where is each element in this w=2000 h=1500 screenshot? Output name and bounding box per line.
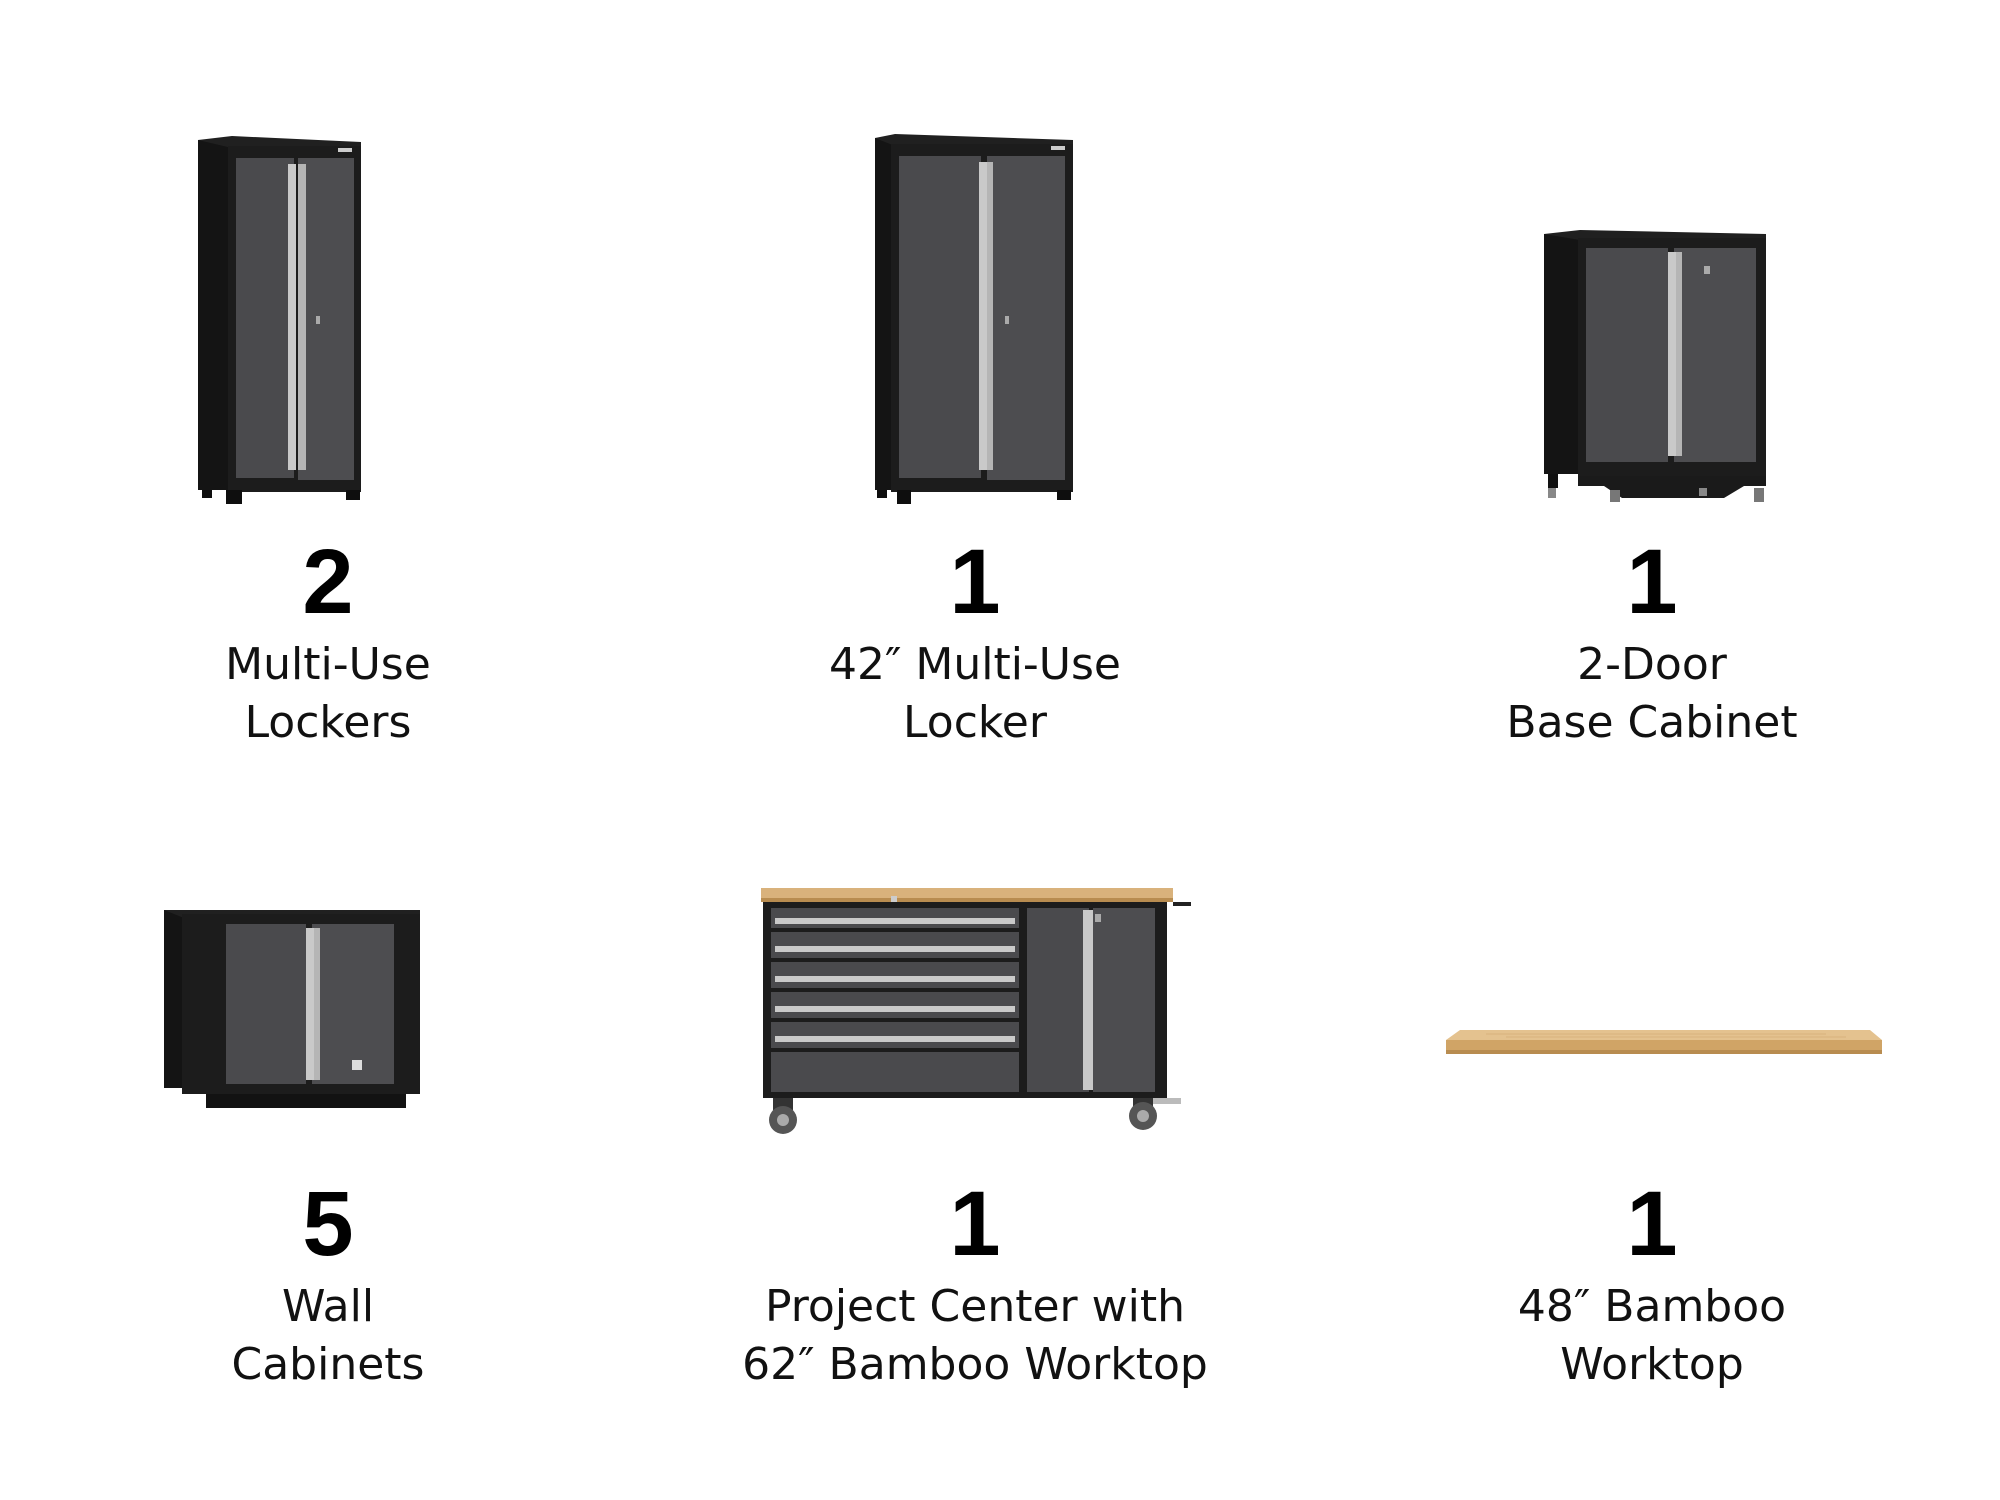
product-label-line: Lockers [244,697,412,748]
product-label-line: Wall [281,1281,375,1332]
product-label: Project Center with 62″ Bamboo Worktop [645,1278,1305,1394]
product-card-wall-cabinets: 5 Wall Cabinets [0,760,658,1400]
wide-locker-icon [645,118,1305,504]
bamboo-worktop-icon [1322,760,1982,1140]
product-label-line: 62″ Bamboo Worktop [742,1339,1208,1390]
product-label: Multi-Use Lockers [0,636,658,752]
product-label-line: 2-Door [1577,639,1727,690]
quantity-value: 1 [1626,531,1678,633]
wall-cabinet-icon [0,760,658,1140]
product-label: 42″ Multi-Use Locker [645,636,1305,752]
product-label-line: Project Center with [765,1281,1185,1332]
quantity-value: 1 [949,1173,1001,1275]
quantity-value: 1 [949,531,1001,633]
quantity-value: 2 [302,531,354,633]
product-card-multi-use-lockers: 2 Multi-Use Lockers [0,118,658,758]
quantity-value: 5 [302,1173,354,1275]
product-label-line: 42″ Multi-Use [828,639,1122,690]
product-label-line: Worktop [1560,1339,1744,1390]
product-label: 2-Door Base Cabinet [1322,636,1982,752]
product-label-line: Cabinets [231,1339,425,1390]
product-label-line: Locker [903,697,1047,748]
product-card-48-bamboo-worktop: 1 48″ Bamboo Worktop [1322,760,1982,1400]
product-label: Wall Cabinets [0,1278,658,1394]
product-card-42-multi-use-locker: 1 42″ Multi-Use Locker [645,118,1305,758]
product-label: 48″ Bamboo Worktop [1322,1278,1982,1394]
product-card-2-door-base-cabinet: 1 2-Door Base Cabinet [1322,118,1982,758]
product-label-line: Multi-Use [225,639,431,690]
product-label-line: 48″ Bamboo [1517,1281,1787,1332]
base-cabinet-icon [1322,118,1982,502]
product-label-line: Base Cabinet [1506,697,1798,748]
quantity-value: 1 [1626,1173,1678,1275]
product-card-project-center: 1 Project Center with 62″ Bamboo Worktop [645,760,1305,1400]
tall-locker-icon [0,118,658,504]
project-center-icon [645,760,1305,1140]
